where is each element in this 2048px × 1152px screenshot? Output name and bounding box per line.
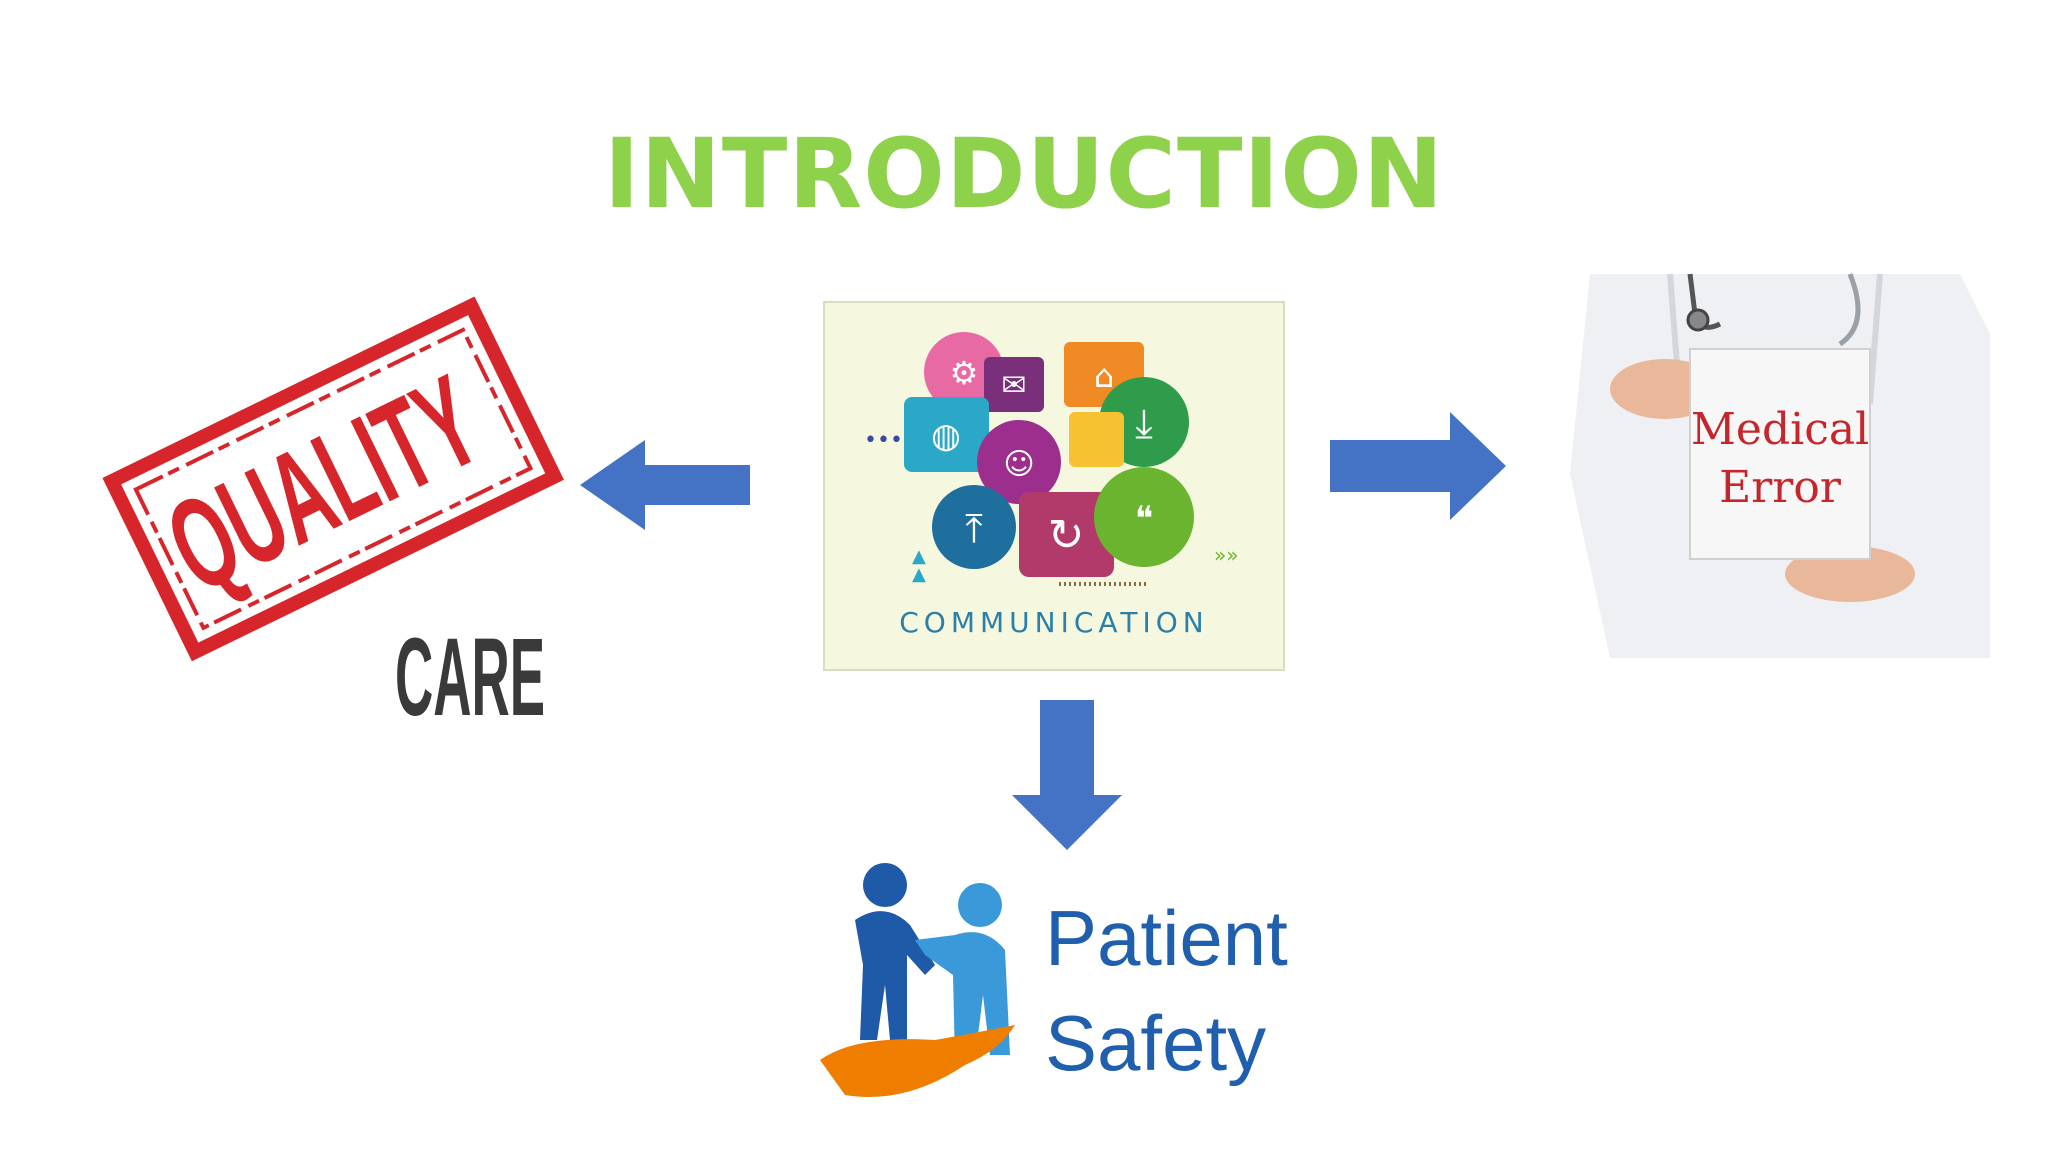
figure-head-dark	[863, 863, 907, 907]
svg-text:☺: ☺	[1003, 447, 1034, 482]
svg-text:⚙: ⚙	[950, 354, 979, 392]
stamp-border-inner	[133, 327, 534, 631]
mail-bubble-icon	[984, 357, 1044, 412]
svg-text:✉: ✉	[1001, 368, 1026, 403]
sign-line2: Error	[1719, 462, 1842, 513]
svg-text:»»: »»	[1214, 543, 1238, 567]
svg-text:⤒: ⤒	[965, 506, 983, 552]
medical-error-image: Medical Error	[1550, 273, 2000, 658]
svg-text:▲: ▲	[912, 546, 926, 567]
svg-text:❝: ❝	[1135, 499, 1153, 539]
arrow-down-icon	[1012, 700, 1122, 850]
quality-care-image: QUALITY CARE	[102, 296, 564, 739]
communication-image: ⚙ ✉ ⌂ ◍ ⤓ ☺ ⤒ ↻ ❝ ••• »» ▲ ▲ COMMUNICATI…	[823, 301, 1285, 671]
svg-text:•••: •••	[864, 428, 903, 453]
arrow-right-icon	[1330, 412, 1506, 520]
svg-text:↻: ↻	[1048, 510, 1085, 561]
figure-head-light	[958, 883, 1002, 927]
figure-body-light	[915, 932, 1010, 1060]
communication-label: COMMUNICATION	[899, 606, 1208, 639]
svg-text:⤓: ⤓	[1135, 401, 1153, 447]
hand-icon	[820, 1025, 1015, 1097]
refresh-bubble-icon	[1019, 492, 1114, 577]
upload-bubble-icon	[932, 485, 1016, 569]
care-text: CARE	[395, 616, 545, 739]
people-bubble-icon	[977, 420, 1061, 504]
chat-bubble-icon	[1094, 467, 1194, 567]
svg-text:⌂: ⌂	[1094, 357, 1114, 395]
sign-line1: Medical	[1691, 404, 1869, 455]
like-bubble-icon	[1069, 412, 1124, 467]
page-title: INTRODUCTION	[603, 118, 1445, 230]
safety-text: Safety	[1045, 999, 1266, 1087]
arrow-left-icon	[580, 440, 750, 530]
patient-text: Patient	[1045, 894, 1288, 982]
svg-text:▲: ▲	[912, 564, 926, 585]
stamp-text: QUALITY	[146, 347, 500, 619]
patient-safety-logo: Patient Safety	[820, 863, 1288, 1097]
sign-card	[1689, 348, 1871, 560]
stamp-border-outer	[102, 296, 564, 662]
svg-text:◍: ◍	[931, 416, 961, 456]
figure-body-dark	[855, 911, 935, 1040]
globe-bubble-icon	[904, 397, 989, 472]
